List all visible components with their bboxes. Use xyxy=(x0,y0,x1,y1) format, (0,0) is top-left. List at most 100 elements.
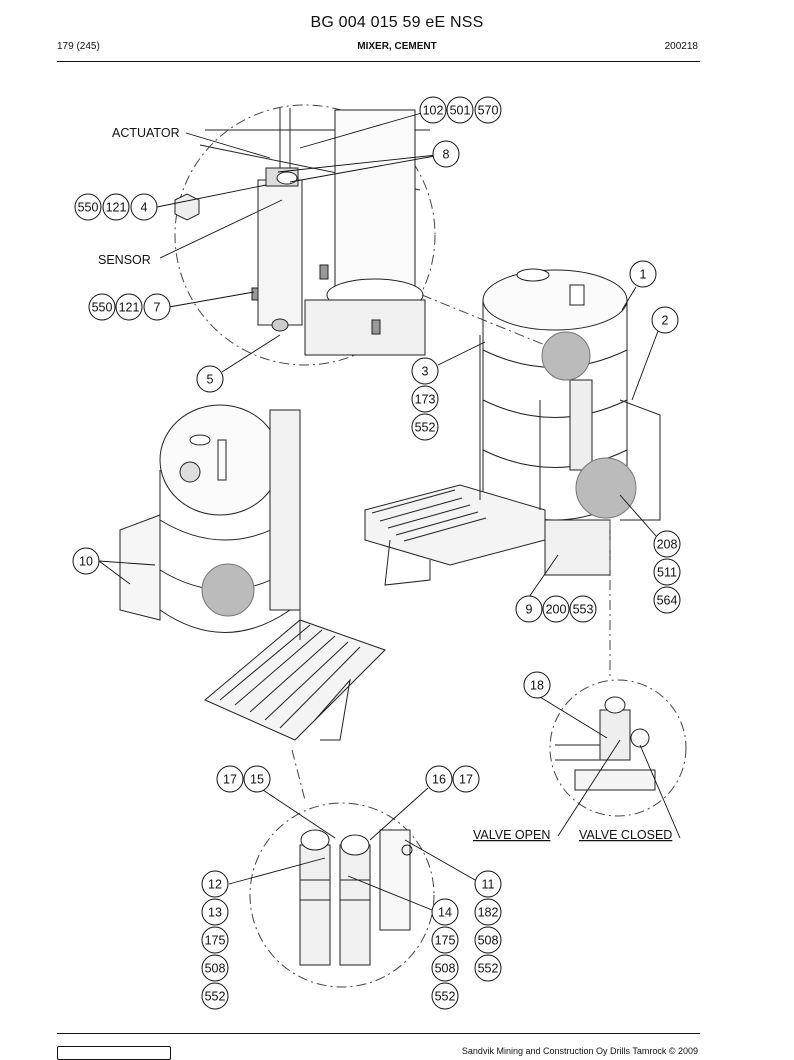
callout-18: 18 xyxy=(523,671,551,699)
svg-text:10: 10 xyxy=(79,555,93,569)
svg-text:552: 552 xyxy=(415,421,436,435)
callout-17-b: 17 xyxy=(452,765,480,793)
callout-552-c: 552 xyxy=(431,982,459,1010)
svg-text:13: 13 xyxy=(208,906,222,920)
callout-550-a: 550 xyxy=(74,193,102,221)
svg-text:552: 552 xyxy=(435,990,456,1004)
svg-text:553: 553 xyxy=(573,603,594,617)
svg-text:182: 182 xyxy=(478,906,499,920)
detail-valve xyxy=(549,679,687,817)
callout-16: 16 xyxy=(425,765,453,793)
brand-logo xyxy=(57,1046,171,1060)
callout-3: 3 xyxy=(411,357,439,385)
mixer-right-view xyxy=(364,268,661,586)
callout-508-a: 508 xyxy=(201,954,229,982)
callout-13: 13 xyxy=(201,898,229,926)
callout-121-a: 121 xyxy=(102,193,130,221)
page-number: 179 (245) xyxy=(57,41,100,52)
footer-rule xyxy=(57,1033,700,1034)
callout-564: 564 xyxy=(653,586,681,614)
svg-text:501: 501 xyxy=(450,104,471,118)
callout-552-d: 552 xyxy=(474,954,502,982)
svg-text:1: 1 xyxy=(640,268,647,282)
callout-10: 10 xyxy=(72,547,100,575)
svg-text:7: 7 xyxy=(154,301,161,315)
svg-text:552: 552 xyxy=(478,962,499,976)
callout-7: 7 xyxy=(143,293,171,321)
callout-182: 182 xyxy=(474,898,502,926)
svg-text:508: 508 xyxy=(435,962,456,976)
callout-9: 9 xyxy=(515,595,543,623)
svg-text:16: 16 xyxy=(432,773,446,787)
callout-173: 173 xyxy=(411,385,439,413)
svg-text:564: 564 xyxy=(657,594,678,608)
svg-text:552: 552 xyxy=(205,990,226,1004)
footer-copyright: Sandvik Mining and Construction Oy Drill… xyxy=(461,1046,698,1056)
callout-552-b: 552 xyxy=(201,982,229,1010)
svg-text:175: 175 xyxy=(205,934,226,948)
callout-11: 11 xyxy=(474,870,502,898)
callout-2: 2 xyxy=(651,306,679,334)
svg-text:17: 17 xyxy=(223,773,237,787)
callout-208: 208 xyxy=(653,530,681,558)
label-actuator: ACTUATOR xyxy=(112,126,180,140)
header-rule xyxy=(57,61,700,62)
svg-text:200: 200 xyxy=(546,603,567,617)
callout-17-a: 17 xyxy=(216,765,244,793)
callout-508-c: 508 xyxy=(474,926,502,954)
callout-14: 14 xyxy=(431,898,459,926)
callout-508-b: 508 xyxy=(431,954,459,982)
callout-102: 102 xyxy=(419,96,447,124)
svg-text:550: 550 xyxy=(92,301,113,315)
label-valve-open: VALVE OPEN xyxy=(473,828,550,842)
svg-text:8: 8 xyxy=(443,148,450,162)
svg-text:15: 15 xyxy=(250,773,264,787)
svg-text:9: 9 xyxy=(526,603,533,617)
document-code: 200218 xyxy=(664,41,698,52)
callout-8: 8 xyxy=(432,140,460,168)
svg-text:4: 4 xyxy=(141,201,148,215)
callout-12: 12 xyxy=(201,870,229,898)
svg-text:5: 5 xyxy=(207,373,214,387)
callout-501: 501 xyxy=(446,96,474,124)
callout-511: 511 xyxy=(653,558,681,586)
svg-text:2: 2 xyxy=(662,314,669,328)
svg-text:175: 175 xyxy=(435,934,456,948)
svg-text:12: 12 xyxy=(208,878,222,892)
svg-text:121: 121 xyxy=(106,201,127,215)
svg-text:18: 18 xyxy=(530,679,544,693)
svg-text:173: 173 xyxy=(415,393,436,407)
callout-175-b: 175 xyxy=(431,926,459,954)
callout-175-a: 175 xyxy=(201,926,229,954)
callout-550-b: 550 xyxy=(88,293,116,321)
callout-4: 4 xyxy=(130,193,158,221)
callout-570: 570 xyxy=(474,96,502,124)
svg-text:550: 550 xyxy=(78,201,99,215)
svg-text:17: 17 xyxy=(459,773,473,787)
mixer-left-view xyxy=(119,404,386,741)
callout-552-a: 552 xyxy=(411,413,439,441)
detail-actuator-sensor xyxy=(174,104,436,366)
svg-text:208: 208 xyxy=(657,538,678,552)
svg-text:121: 121 xyxy=(119,301,140,315)
svg-text:11: 11 xyxy=(482,878,495,892)
callout-1: 1 xyxy=(629,260,657,288)
svg-text:102: 102 xyxy=(423,104,444,118)
svg-text:508: 508 xyxy=(205,962,226,976)
svg-text:511: 511 xyxy=(657,566,677,580)
svg-text:14: 14 xyxy=(438,906,452,920)
section-title: MIXER, CEMENT xyxy=(357,41,437,52)
callout-5: 5 xyxy=(196,365,224,393)
callout-553: 553 xyxy=(569,595,597,623)
callout-121-b: 121 xyxy=(115,293,143,321)
callout-200: 200 xyxy=(542,595,570,623)
label-valve-closed: VALVE CLOSED xyxy=(579,828,672,842)
detail-bottom-valves xyxy=(249,802,435,988)
callout-15: 15 xyxy=(243,765,271,793)
label-sensor: SENSOR xyxy=(98,253,151,267)
svg-text:508: 508 xyxy=(478,934,499,948)
svg-text:3: 3 xyxy=(422,365,429,379)
document-title: BG 004 015 59 eE NSS xyxy=(310,14,484,31)
svg-text:570: 570 xyxy=(478,104,499,118)
